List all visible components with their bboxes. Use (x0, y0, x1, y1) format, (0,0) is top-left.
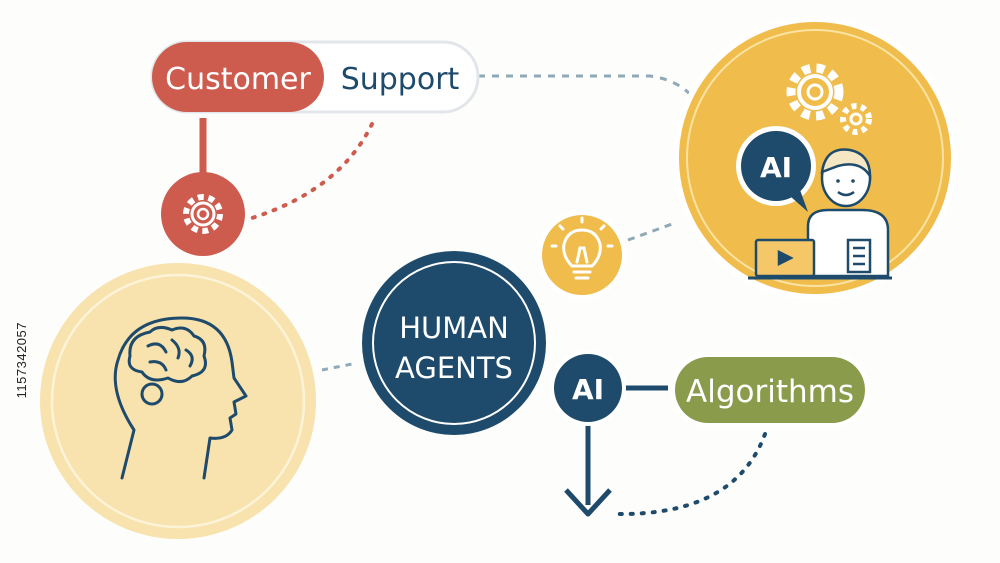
connector-support-to-ai (478, 74, 697, 101)
arrow-down-icon (564, 488, 612, 517)
algorithms-pill: Algorithms (670, 352, 870, 428)
gear-icon (183, 194, 223, 234)
human-agents-line2: AGENTS (395, 351, 513, 385)
customer-support-pill: Customer Support (150, 40, 480, 114)
connector-support-to-gear-dotted (250, 122, 374, 220)
gears-icon (786, 63, 872, 135)
support-label: Support (341, 62, 460, 97)
gear-node (161, 172, 245, 256)
human-agents-line1: HUMAN (399, 311, 509, 345)
stock-id-label: 1157342057 (14, 322, 29, 399)
algorithms-label: Algorithms (686, 374, 854, 410)
lightbulb-icon (550, 216, 614, 280)
connector-bulb-to-ai (627, 222, 673, 242)
brain-head-icon (113, 316, 248, 480)
customer-label: Customer (165, 62, 311, 97)
human-agents-node: HUMAN AGENTS (362, 251, 546, 435)
connector-head-to-agents (321, 362, 353, 372)
ai-node: AI (550, 350, 626, 426)
human-mind-node (40, 263, 316, 539)
laptop-icon (748, 238, 892, 280)
ai-badge-label: AI (760, 151, 792, 184)
ai-node-label: AI (572, 373, 604, 406)
customer-pill-segment (152, 42, 324, 112)
connectors (199, 74, 767, 517)
connector-algorithms-dotted (613, 432, 767, 517)
ai-assistant-node: AI (673, 16, 957, 300)
person-icon (806, 148, 890, 278)
ai-speech-bubble: AI (736, 126, 816, 212)
idea-node (537, 210, 627, 300)
